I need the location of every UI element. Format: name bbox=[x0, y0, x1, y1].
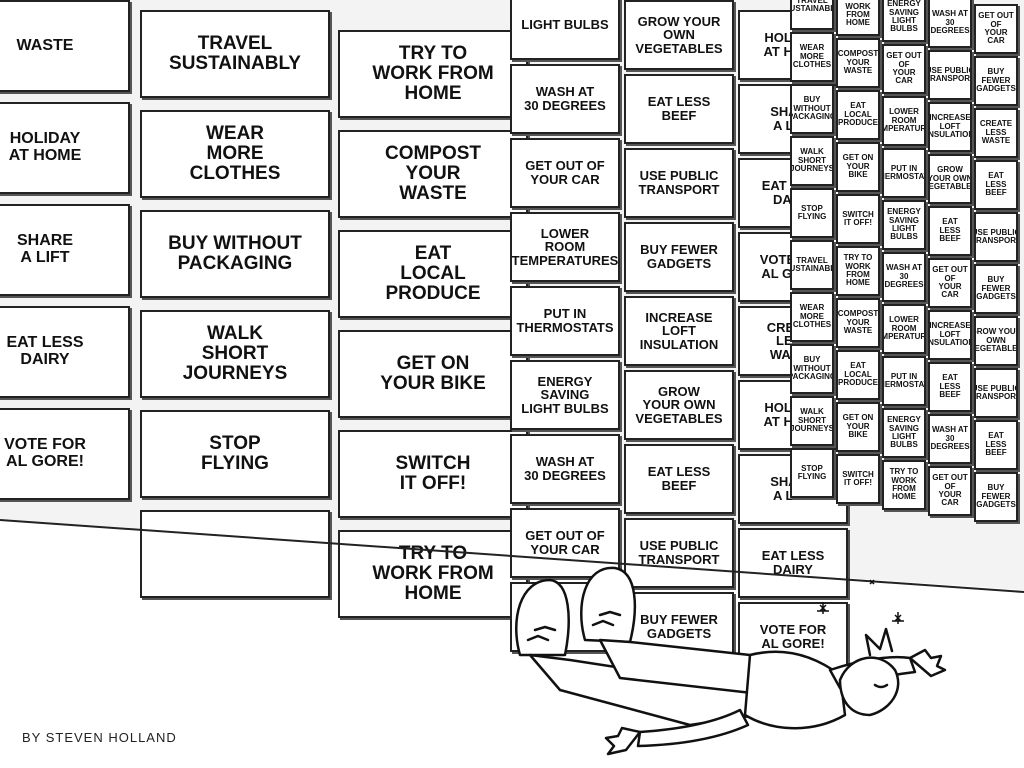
slogan-tile: HOLIDAY AT HOME bbox=[0, 102, 130, 194]
slogan-tile: PUT IN THERMOSTATS bbox=[882, 356, 926, 406]
slogan-tile: ENERGY SAVING LIGHT BULBS bbox=[882, 0, 926, 42]
slogan-tile: LIGHT BULBS bbox=[510, 0, 620, 60]
slogan-tile: EAT LESS DAIRY bbox=[738, 528, 848, 598]
slogan-tile: GET OUT OF YOUR CAR bbox=[510, 508, 620, 578]
slogan-tile: BUY FEWER GADGETS bbox=[974, 56, 1018, 106]
slogan-tile: GET ON YOUR BIKE bbox=[338, 330, 528, 418]
slogan-tile: GET OUT OF YOUR CAR bbox=[974, 4, 1018, 54]
slogan-tile: LOWER ROOM TEMPERATURES bbox=[882, 304, 926, 354]
slogan-tile: LOWER ROOM TEMPERATURES bbox=[882, 96, 926, 146]
slogan-tile: VOTE FOR AL GORE! bbox=[0, 408, 130, 500]
slogan-tile: EAT LOCAL PRODUCE bbox=[836, 90, 880, 140]
slogan-tile: COMPOST YOUR WASTE bbox=[338, 130, 528, 218]
slogan-tile: SWITCH IT OFF! bbox=[338, 430, 528, 518]
slogan-tile: SWITCH IT OFF! bbox=[836, 454, 880, 504]
slogan-tile: COMPOST YOUR WASTE bbox=[836, 298, 880, 348]
slogan-tile: INCREASE LOFT INSULATION bbox=[928, 102, 972, 152]
slogan-tile: WEAR MORE CLOTHES bbox=[140, 110, 330, 198]
slogan-tile: ENERGY SAVING LIGHT BULBS bbox=[882, 408, 926, 458]
slogan-tile: EAT LESS BEEF bbox=[928, 206, 972, 256]
slogan-tile: WALK SHORT JOURNEYS bbox=[140, 310, 330, 398]
slogan-tile bbox=[140, 510, 330, 598]
slogan-tile: WASH AT 30 DEGREES bbox=[510, 64, 620, 134]
slogan-tile: INCREASE LOFT INSULATION bbox=[624, 296, 734, 366]
slogan-tile: USE PUBLIC TRANSPORT bbox=[624, 518, 734, 588]
slogan-tile: WALK SHORT JOURNEYS bbox=[790, 396, 834, 446]
slogan-tile: USE PUBLIC TRANSPORT bbox=[928, 50, 972, 100]
slogan-tile: TRY TO WORK FROM HOME bbox=[836, 0, 880, 36]
slogan-tile: EAT LESS BEEF bbox=[928, 362, 972, 412]
slogan-tile: WASH AT 30 DEGREES bbox=[928, 0, 972, 48]
slogan-tile: STOP FLYING bbox=[790, 188, 834, 238]
slogan-tile: USE PUBLIC TRANSPORT bbox=[624, 148, 734, 218]
slogan-tile: USE PUBLIC TRANSPORT bbox=[974, 212, 1018, 262]
left-shoe bbox=[515, 578, 570, 657]
slogan-tile: EAT LOCAL PRODUCE bbox=[836, 350, 880, 400]
slogan-tile: GET OUT OF YOUR CAR bbox=[928, 466, 972, 516]
slogan-tile: GROW YOUR OWN VEGETABLES bbox=[624, 370, 734, 440]
slogan-tile: GROW YOUR OWN VEGETABLES bbox=[624, 0, 734, 70]
slogan-tile: SWITCH IT OFF! bbox=[836, 194, 880, 244]
right-shoe bbox=[580, 566, 637, 644]
slogan-tile: PUT IN THERMOSTATS bbox=[510, 286, 620, 356]
slogan-tile: TRY TO WORK FROM HOME bbox=[338, 30, 528, 118]
slogan-tile: CREATE LESS WASTE bbox=[974, 108, 1018, 158]
slogan-tile: LOWER ROOM TEMPERATURES bbox=[510, 212, 620, 282]
slogan-tile: GROW YOUR OWN VEGETABLES bbox=[928, 154, 972, 204]
slogan-tile: USE PUBLIC TRANSPORT bbox=[974, 368, 1018, 418]
slogan-tile: TRY TO WORK FROM HOME bbox=[836, 246, 880, 296]
slogan-tile: BUY WITHOUT PACKAGING bbox=[790, 84, 834, 134]
slogan-tile: WEAR MORE CLOTHES bbox=[790, 292, 834, 342]
slogan-tile: EAT LESS DAIRY bbox=[0, 306, 130, 398]
slogan-tile: WALK SHORT JOURNEYS bbox=[790, 136, 834, 186]
slogan-tile: PUT IN THERMOSTATS bbox=[882, 148, 926, 198]
slogan-tile: TRAVEL SUSTAINABLY bbox=[790, 0, 834, 30]
slogan-tile: EAT LESS BEEF bbox=[624, 74, 734, 144]
slogan-tile: BUY FEWER GADGETS bbox=[974, 472, 1018, 522]
slogan-tile: TRAVEL SUSTAINABLY bbox=[790, 240, 834, 290]
slogan-tile: EAT LESS BEEF bbox=[974, 420, 1018, 470]
slogan-tile: WASH AT 30 DEGREES bbox=[882, 252, 926, 302]
fallen-man-illustration bbox=[515, 566, 947, 756]
slogan-tile: EAT LESS BEEF bbox=[624, 444, 734, 514]
slogan-tile: BUY FEWER GADGETS bbox=[624, 222, 734, 292]
slogan-tile: GROW YOUR OWN VEGETABLES bbox=[974, 316, 1018, 366]
slogan-tile: TRY TO WORK FROM HOME bbox=[882, 460, 926, 510]
slogan-tile: GET OUT OF YOUR CAR bbox=[928, 258, 972, 308]
slogan-tile: ENERGY SAVING LIGHT BULBS bbox=[510, 360, 620, 430]
slogan-tile: STOP FLYING bbox=[140, 410, 330, 498]
slogan-tile: GET OUT OF YOUR CAR bbox=[510, 138, 620, 208]
slogan-tile: BUY FEWER GADGETS bbox=[974, 264, 1018, 314]
slogan-tile: WASH AT 30 DEGREES bbox=[928, 414, 972, 464]
slogan-tile: BUY WITHOUT PACKAGING bbox=[140, 210, 330, 298]
slogan-tile: GET OUT OF YOUR CAR bbox=[882, 44, 926, 94]
slogan-tile: STOP FLYING bbox=[790, 448, 834, 498]
slogan-tile: SHARE A LIFT bbox=[0, 204, 130, 296]
slogan-tile: WASH AT 30 DEGREES bbox=[510, 434, 620, 504]
slogan-tile: GET ON YOUR BIKE bbox=[836, 402, 880, 452]
artist-credit: BY STEVEN HOLLAND bbox=[22, 730, 177, 745]
slogan-tile: BUY WITHOUT PACKAGING bbox=[790, 344, 834, 394]
slogan-tile: GET ON YOUR BIKE bbox=[836, 142, 880, 192]
slogan-tile: EAT LESS BEEF bbox=[974, 160, 1018, 210]
slogan-tile: EAT LOCAL PRODUCE bbox=[338, 230, 528, 318]
slogan-tile: WEAR MORE CLOTHES bbox=[790, 32, 834, 82]
slogan-tile: ENERGY SAVING LIGHT BULBS bbox=[882, 200, 926, 250]
slogan-tile: COMPOST YOUR WASTE bbox=[836, 38, 880, 88]
slogan-tile: WASTE bbox=[0, 0, 130, 92]
slogan-tile: INCREASE LOFT INSULATION bbox=[928, 310, 972, 360]
slogan-tile: TRAVEL SUSTAINABLY bbox=[140, 10, 330, 98]
